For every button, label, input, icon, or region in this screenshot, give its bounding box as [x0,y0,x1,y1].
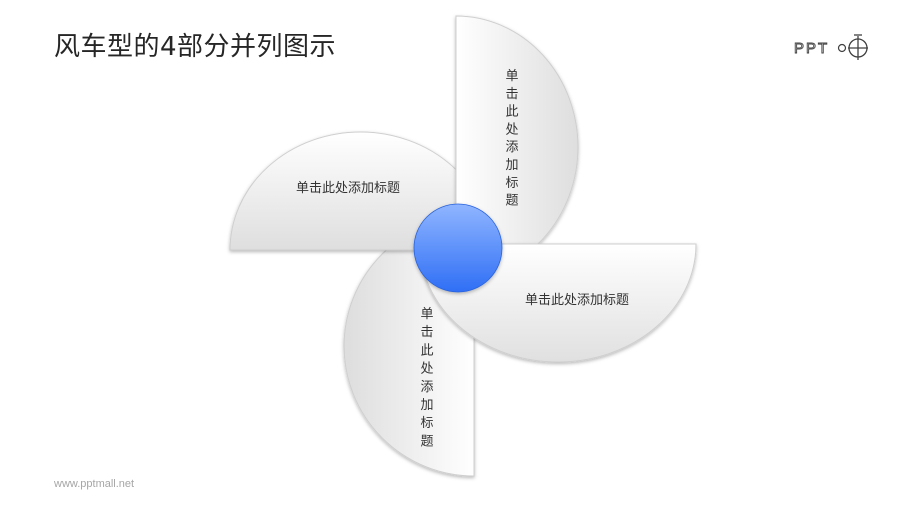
page-title: 风车型的4部分并列图示 [54,32,337,62]
blade-top-label[interactable]: 单击此处添加标题 [505,69,518,209]
center-hub[interactable] [413,203,503,293]
logo-text: PPT [794,40,829,57]
brand-logo: PPT [794,34,868,60]
logo-crosshair-icon [848,34,868,60]
blade-bottom-label[interactable]: 单击此处添加标题 [420,307,433,449]
logo-small-circle-icon [837,43,847,53]
footer-url: www.pptmall.net [54,478,135,490]
blade-left-label[interactable]: 单击此处添加标题 [296,181,400,196]
blade-right-label[interactable]: 单击此处添加标题 [525,293,629,308]
